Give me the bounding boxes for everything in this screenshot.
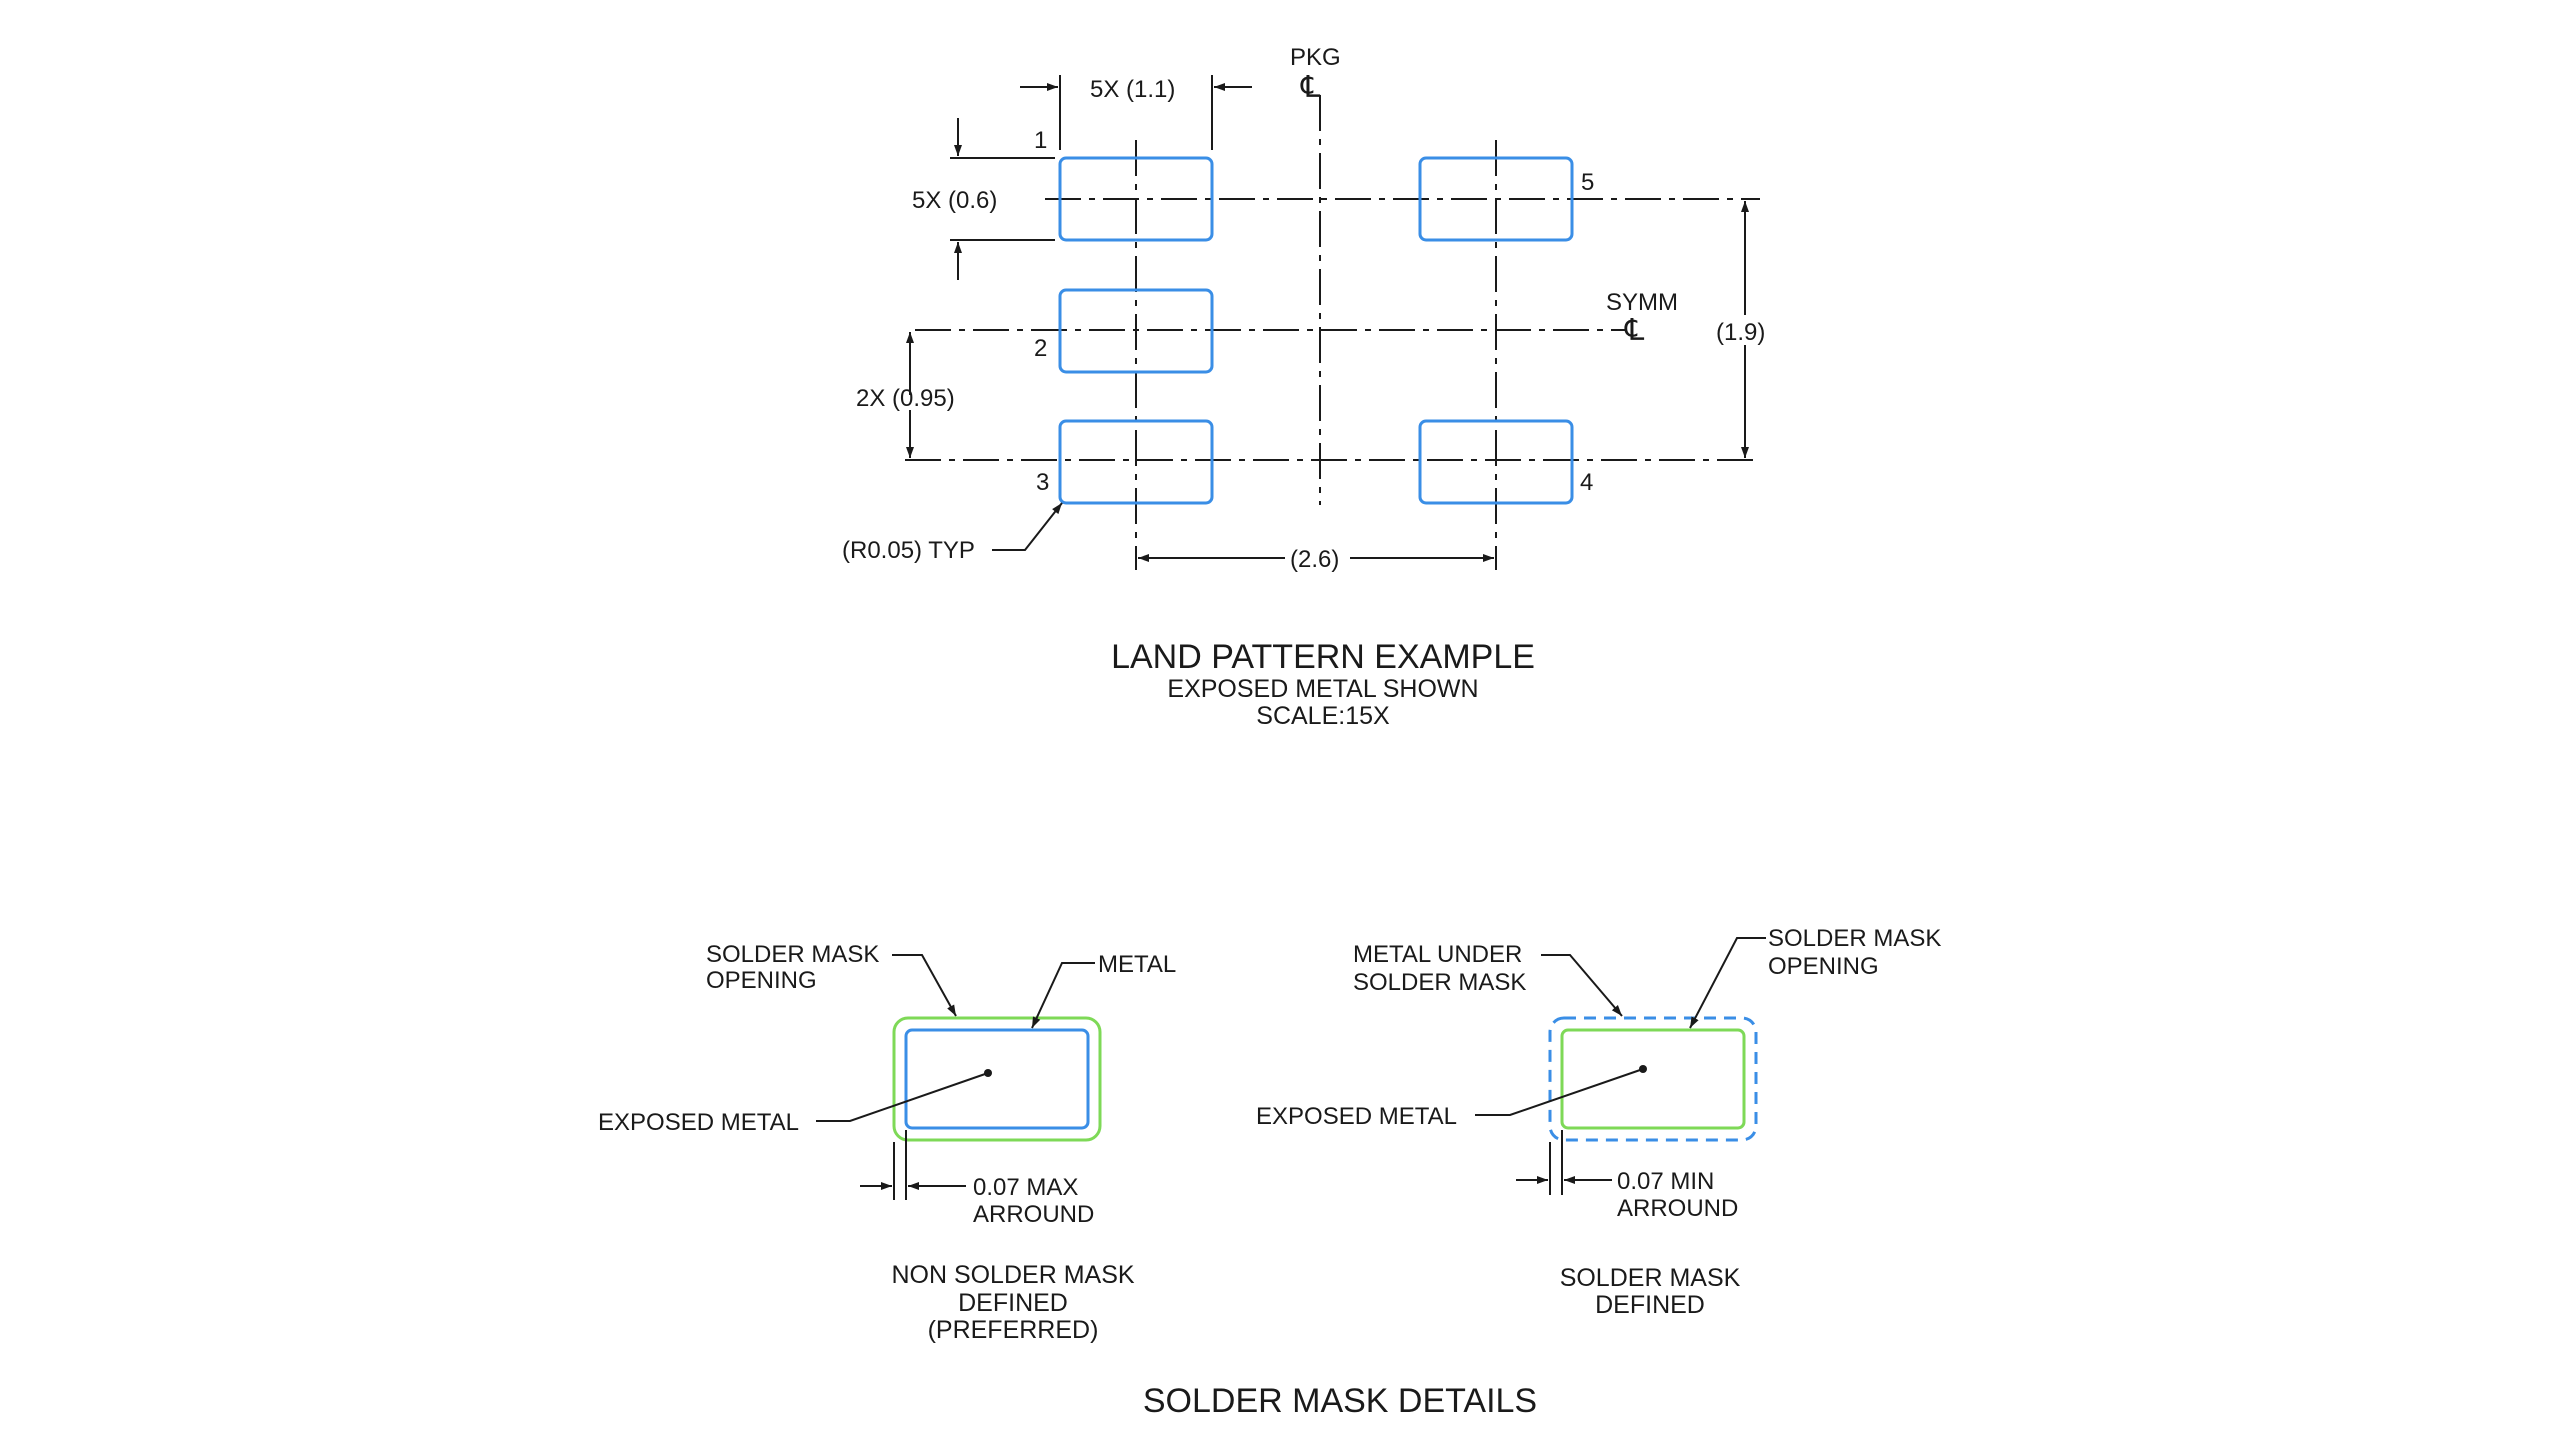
nsmd-exposed-label: EXPOSED METAL — [598, 1109, 799, 1136]
smd-exposed-leader — [1475, 1065, 1647, 1116]
symm-label: SYMM — [1606, 289, 1678, 316]
dim-pad-width: 5X (1.1) — [1090, 76, 1175, 103]
nsmd-solder-mask-opening — [892, 1016, 1102, 1142]
nsmd-caption-1: NON SOLDER MASK — [891, 1261, 1134, 1289]
dim-col-span: (2.6) — [1290, 546, 1339, 573]
symm-cl-symbol: ℄ — [1624, 314, 1645, 347]
nsmd-clearance-2: ARROUND — [973, 1201, 1094, 1228]
smd-solder-mask-opening — [1560, 1028, 1746, 1130]
nsmd-metal-label: METAL — [1098, 951, 1176, 978]
smd-metal-leader — [1541, 954, 1623, 1017]
smd-clearance-2: ARROUND — [1617, 1195, 1738, 1222]
dim-pitch: 2X (0.95) — [856, 385, 955, 412]
smd-caption-2: DEFINED — [1595, 1291, 1705, 1319]
nsmd-exposed-leader — [816, 1069, 992, 1122]
smd-detail: METAL UNDER SOLDER MASK SOLDER MASK OPEN… — [1256, 925, 1941, 1319]
land-pattern-scale: SCALE:15X — [1256, 702, 1390, 730]
pin-label-4: 4 — [1580, 469, 1593, 496]
radius-leader — [992, 502, 1063, 551]
land-pattern-subtitle: EXPOSED METAL SHOWN — [1167, 675, 1478, 703]
nsmd-caption-2: DEFINED — [958, 1289, 1068, 1317]
nsmd-clearance-1: 0.07 MAX — [973, 1174, 1078, 1201]
pad-3 — [1058, 419, 1214, 505]
land-pattern-view: 1 2 3 4 5 PKG ℄ SYMM ℄ 5X (1.1) 5X (0.6)… — [842, 44, 1765, 730]
pin-label-2: 2 — [1034, 335, 1047, 362]
nsmd-opening-label-2: OPENING — [706, 967, 817, 994]
pin-label-1: 1 — [1034, 127, 1047, 154]
nsmd-opening-leader — [892, 954, 957, 1017]
smd-metal-label-1: METAL UNDER — [1353, 941, 1522, 968]
nsmd-opening-label-1: SOLDER MASK — [706, 941, 879, 968]
smd-metal-label-2: SOLDER MASK — [1353, 969, 1526, 996]
land-pattern-title: LAND PATTERN EXAMPLE — [1111, 638, 1535, 676]
pad-2 — [1058, 288, 1214, 374]
nsmd-caption-3: (PREFERRED) — [928, 1316, 1099, 1344]
pkg-label: PKG — [1290, 44, 1341, 71]
pkg-cl-symbol: ℄ — [1300, 71, 1321, 104]
pad-5 — [1418, 156, 1574, 242]
smd-opening-label-2: OPENING — [1768, 953, 1879, 980]
smd-opening-label-1: SOLDER MASK — [1768, 925, 1941, 952]
smd-clearance-1: 0.07 MIN — [1617, 1168, 1714, 1195]
smd-metal-under-mask — [1548, 1016, 1758, 1142]
pad-4 — [1418, 419, 1574, 505]
smd-exposed-label: EXPOSED METAL — [1256, 1103, 1457, 1130]
nsmd-metal-leader — [1031, 962, 1095, 1029]
radius-note: (R0.05) TYP — [842, 537, 975, 564]
pin-label-5: 5 — [1581, 169, 1594, 196]
pad-1 — [1058, 156, 1214, 242]
smd-caption-1: SOLDER MASK — [1560, 1264, 1741, 1292]
dim-row-span: (1.9) — [1716, 319, 1765, 346]
nsmd-metal-pad — [904, 1028, 1090, 1130]
nsmd-detail: SOLDER MASK OPENING METAL EXPOSED METAL … — [598, 941, 1176, 1344]
solder-mask-details-title: SOLDER MASK DETAILS — [1143, 1382, 1537, 1420]
dim-pad-height: 5X (0.6) — [912, 187, 997, 214]
pin-label-3: 3 — [1036, 469, 1049, 496]
smd-opening-leader — [1689, 937, 1766, 1029]
